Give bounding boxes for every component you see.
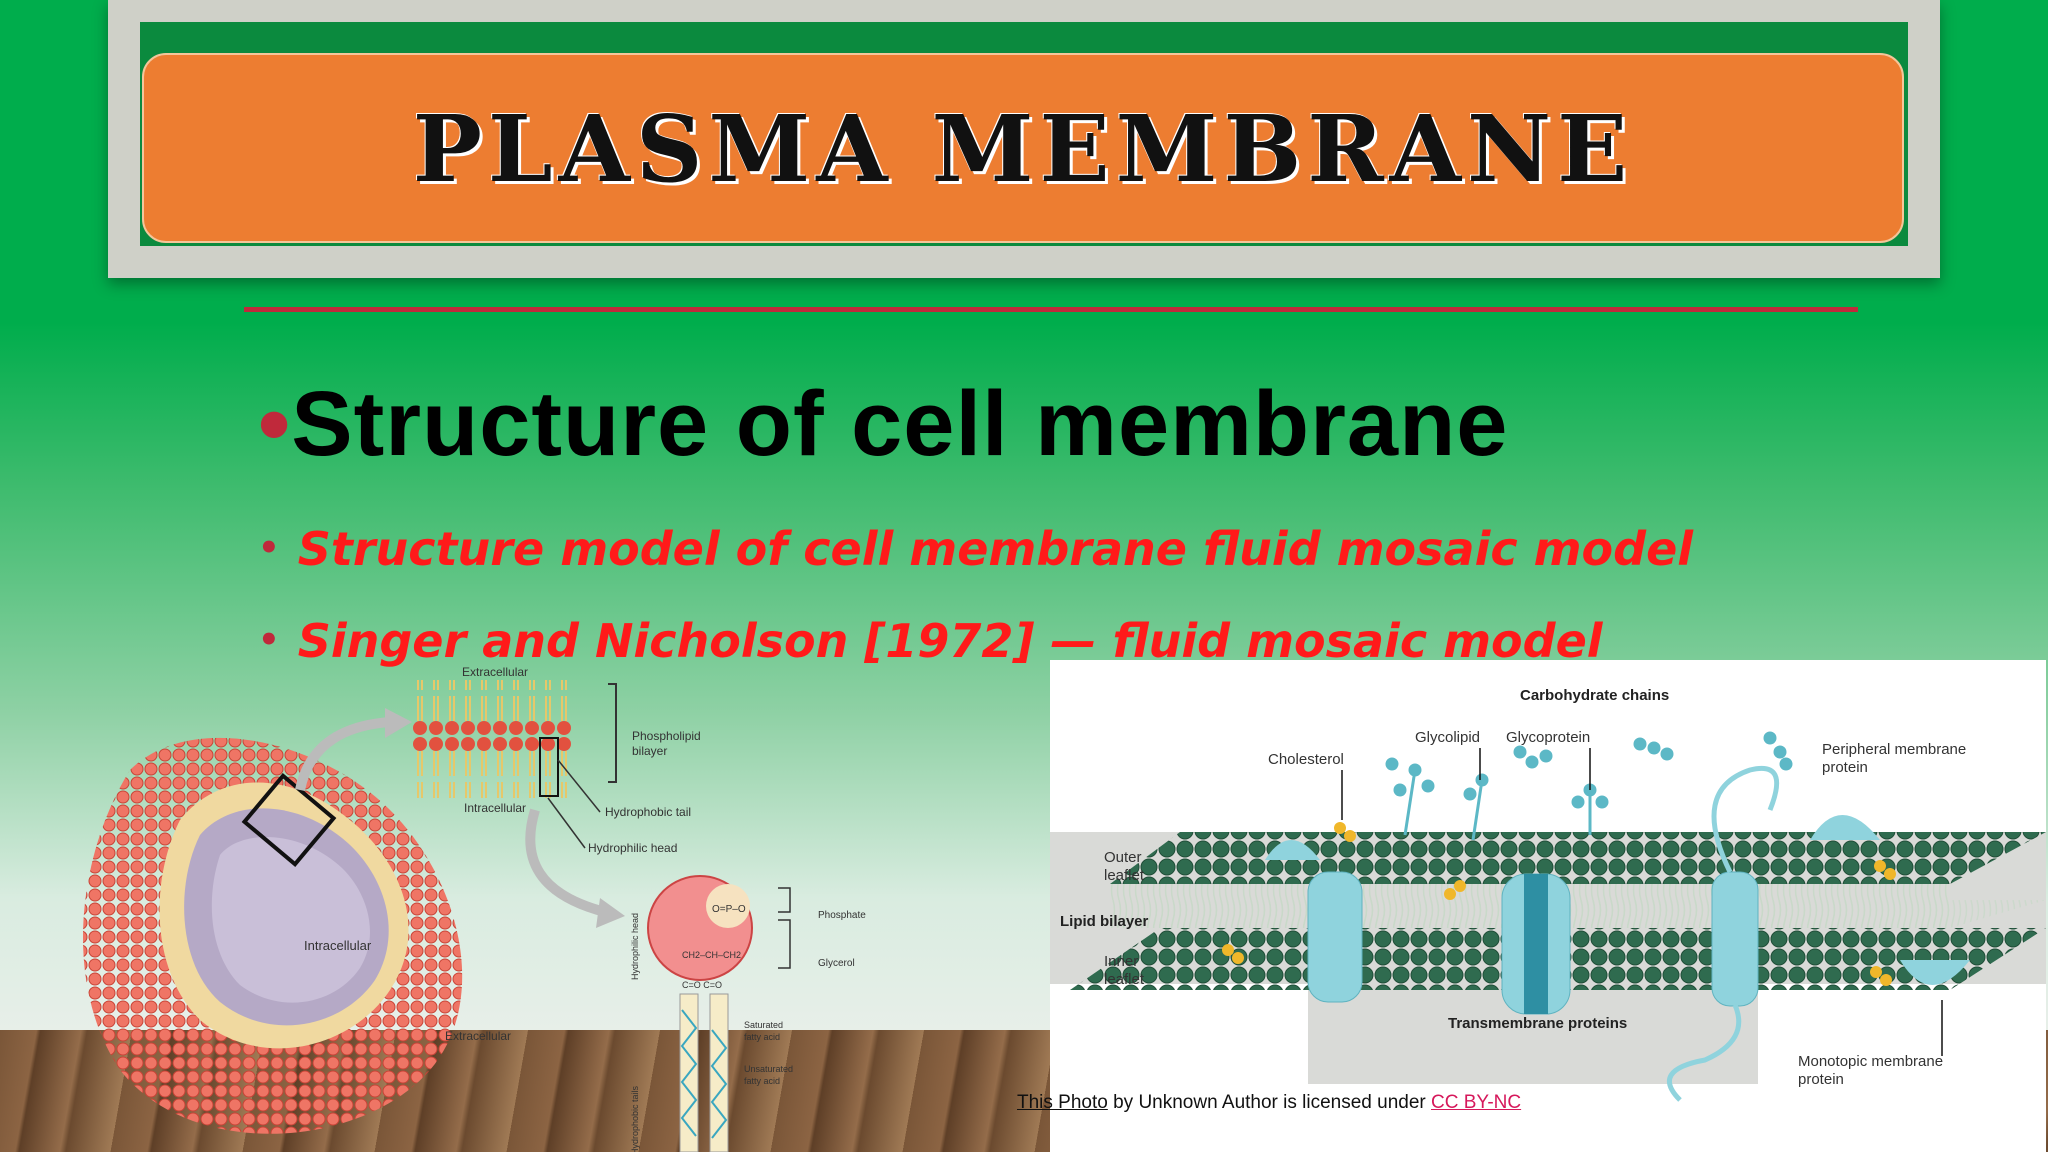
outer-leaflet-label: leaflet [1104,867,1145,884]
zoom-arrow [295,717,391,792]
transmembrane-label: Transmembrane proteins [1448,1015,1627,1032]
cholesterol-molecules [1222,822,1896,986]
carbohydrate-label: Carbohydrate chains [1520,687,1669,704]
intracellular-label: Intracellular [464,801,526,815]
transmembrane-protein [1307,871,1363,1003]
outer-leaflet [1110,832,2046,884]
glycolipid-label: Glycolipid [1415,729,1480,746]
zoom-box [539,737,559,797]
arrow-head [385,708,412,738]
carbohydrate-chains [1385,731,1793,841]
svg-text:CH2–CH–CH2: CH2–CH–CH2 [682,950,741,960]
phospholipid-cell-figure: Intracellular Extracellular Extracellula… [82,665,866,1152]
saturated-label: fatty acid [744,1032,780,1042]
bullet-item: • Singer and Nicholson [1972] — fluid mos… [258,614,1603,668]
bullet-icon: • [258,620,280,660]
glycerol-label: Glycerol [818,958,855,969]
extracellular-label: Extracellular [462,665,528,679]
vertical-label: Hydrophilic head [630,913,640,980]
title-divider [244,307,1858,312]
hydrophilic-head-label: Hydrophilic head [588,841,677,855]
title-box: PLASMA MEMBRANE [142,53,1904,243]
svg-text:C=O C=O: C=O C=O [682,980,722,990]
main-heading-text: Structure of cell membrane [291,373,1509,475]
transmembrane-protein [1711,871,1759,1007]
svg-text:O=P–O: O=P–O [712,904,746,915]
monotopic-protein [1900,960,1970,985]
bullet-text: Singer and Nicholson [1972] — fluid mosa… [297,614,1603,668]
fluid-mosaic-figure: Carbohydrate chains Glycolipid Glycoprot… [1050,660,2046,1152]
title-frame: PLASMA MEMBRANE [108,0,1940,278]
credit-text: by Unknown Author is licensed under [1107,1092,1432,1113]
inner-leaflet-label: leaflet [1104,971,1145,988]
bullet-icon: • [258,373,292,475]
bullet-icon: • [258,528,280,568]
monotopic-label: protein [1798,1071,1844,1088]
hydrophobic-tail-label: Hydrophobic tail [605,805,691,819]
photo-link[interactable]: This Photo [1017,1092,1108,1113]
saturated-label: Saturated [744,1020,783,1030]
zoom-arrow [525,808,607,917]
monotopic-label: Monotopic membrane [1798,1053,1943,1070]
lipid-bilayer-label: Lipid bilayer [1060,913,1149,930]
unsaturated-label: Unsaturated [744,1064,793,1074]
arrow-head [596,898,625,928]
glycoprotein-label: Glycoprotein [1506,729,1590,746]
photo-credit: This Photo by Unknown Author is licensed… [1017,1092,1521,1114]
intracellular-label: Intracellular [304,938,372,953]
peripheral-protein [1810,815,1880,840]
inner-leaflet-label: Inner [1104,953,1138,970]
main-heading: •Structure of cell membrane [258,372,1508,477]
phospholipid-label: Phospholipid [632,729,701,743]
phosphate-label: Phosphate [818,910,866,921]
bullet-text: Structure model of cell membrane fluid m… [297,522,1694,576]
unsaturated-label: fatty acid [744,1076,780,1086]
license-link[interactable]: CC BY-NC [1431,1092,1522,1113]
slide-title: PLASMA MEMBRANE [412,95,1634,203]
bullet-item: • Structure model of cell membrane fluid … [258,522,1693,576]
peripheral-label: protein [1822,759,1868,776]
cholesterol-label: Cholesterol [1268,751,1344,768]
phospholipid-label: bilayer [632,744,667,758]
protein [1265,840,1320,860]
title-inner-border: PLASMA MEMBRANE [140,22,1908,246]
phospholipid-molecule: O=P–O CH2–CH–CH2 C=O C=O [647,875,753,1152]
extracellular-label: Extracellular [445,1029,511,1043]
peripheral-label: Peripheral membrane [1822,741,1966,758]
outer-leaflet-label: Outer [1104,849,1142,866]
vertical-label: Hydrophobic tails [630,1085,640,1152]
cell-sphere [82,737,463,1134]
